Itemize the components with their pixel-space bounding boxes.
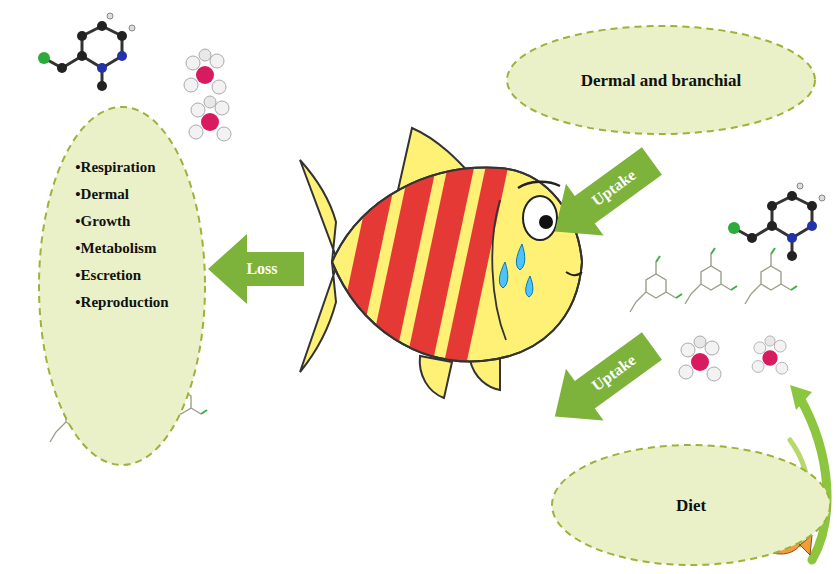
- list-item: •Escretion: [75, 265, 141, 286]
- node-title: Dermal and branchial: [581, 69, 742, 92]
- arrow-label: Loss: [246, 260, 277, 278]
- text-stack: Dermal and branchial: [581, 69, 742, 92]
- text-stack: •Respiration •Dermal •Growth •Metabolism •Es…: [75, 157, 168, 313]
- uptake-source-ellipse: Dermal and branchial: [505, 24, 817, 136]
- text-stack: Diet: [676, 494, 706, 517]
- uptake-source-ellipse: Diet: [550, 443, 832, 567]
- ellipse-outline: [507, 26, 815, 134]
- ellipse-outline: [552, 445, 830, 565]
- list-item: •Respiration: [75, 157, 155, 178]
- list-item: •Metabolism: [75, 238, 156, 259]
- node-title: Diet: [676, 494, 706, 517]
- list-item: •Dermal: [75, 184, 129, 205]
- list-item: •Reproduction: [75, 292, 168, 313]
- ellipse-outline: [39, 107, 205, 465]
- loss-pathways-ellipse: •Respiration •Dermal •Growth •Metabolism •Es…: [37, 105, 207, 467]
- list-item: •Growth: [75, 211, 130, 232]
